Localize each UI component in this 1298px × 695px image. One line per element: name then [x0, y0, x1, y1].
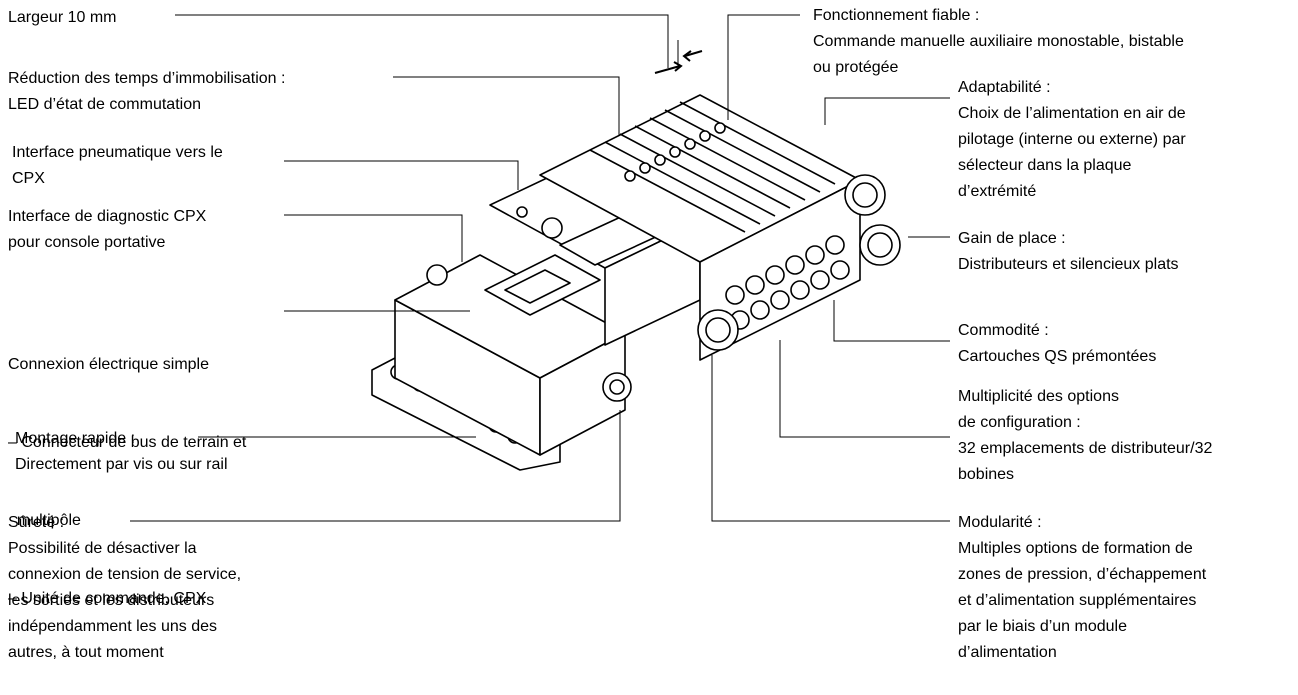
leader-interface-diag	[284, 214, 463, 262]
leader-surete	[130, 410, 621, 522]
leader-reduction	[393, 76, 620, 135]
leader-fonctionnement	[727, 14, 800, 120]
label-largeur: Largeur 10 mm	[8, 9, 117, 26]
leader-multiplicite	[779, 340, 950, 438]
label-modularite: Modularité : Multiples options de format…	[958, 514, 1207, 661]
label-fonctionnement-fiable: Fonctionnement fiable : Commande manuell…	[813, 7, 1184, 76]
label-montage-rapide: Montage rapide : Directement par vis ou …	[15, 430, 228, 473]
leader-modularite	[711, 355, 950, 522]
label-interface-pneumatique: Interface pneumatique vers le CPX	[12, 144, 223, 187]
leader-commodite	[833, 300, 950, 342]
leader-interface-pneu	[284, 160, 519, 190]
label-commodite: Commodité : Cartouches QS prémontées	[958, 322, 1157, 365]
label-interface-diagnostic: Interface de diagnostic CPX pour console…	[8, 208, 207, 251]
leader-adaptabilite	[824, 97, 950, 125]
cpx-block-side	[539, 332, 626, 456]
label-reduction: Réduction des temps d’immobilisation : L…	[8, 70, 286, 113]
label-multiplicite: Multiplicité des options de configuratio…	[958, 388, 1213, 483]
label-surete: Sûreté : Possibilité de désactiver la co…	[8, 514, 242, 661]
label-adaptabilite: Adaptabilité : Choix de l’alimentation e…	[958, 79, 1186, 200]
label-connexion-electrique: Connexion électrique simple – Connecteur…	[8, 356, 247, 607]
leader-largeur	[175, 14, 669, 68]
label-gain-de-place: Gain de place : Distributeurs et silenci…	[958, 230, 1179, 273]
